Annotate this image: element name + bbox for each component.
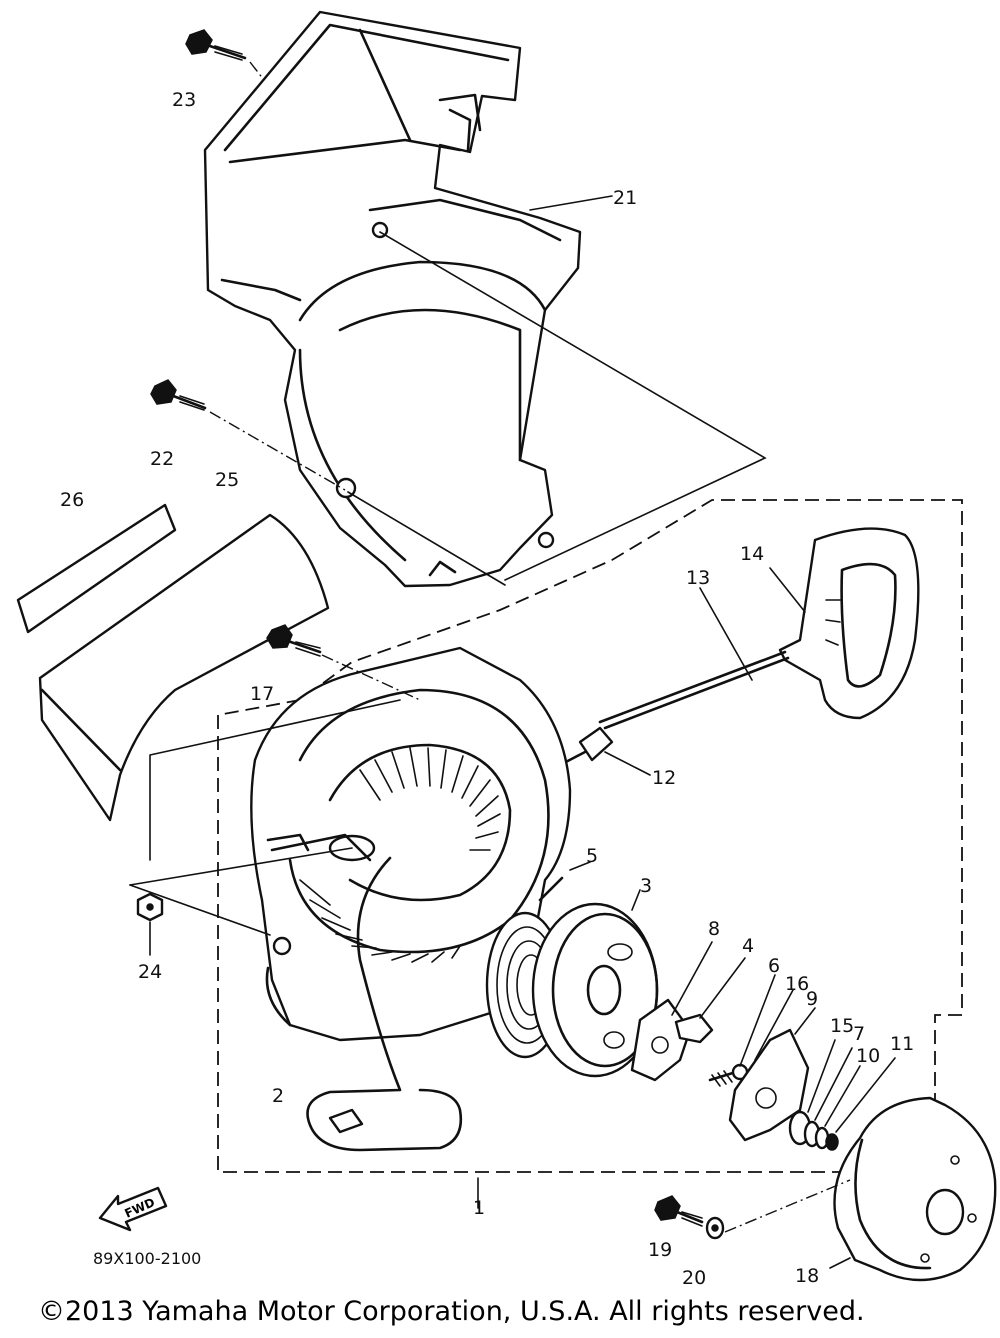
pulley-3 — [531, 902, 659, 1078]
leader-line-20 — [724, 1179, 851, 1233]
pulley-hub-18 — [833, 1096, 997, 1282]
fan-shroud-21 — [203, 10, 582, 588]
leader-line-16 — [754, 989, 794, 1061]
reference-line-24 — [129, 884, 271, 936]
label-21: 21 — [613, 187, 637, 209]
leader-line-15 — [807, 1039, 836, 1113]
label-5: 5 — [586, 845, 598, 867]
rope-guide-12 — [558, 726, 614, 767]
label-22: 22 — [150, 448, 174, 470]
label-14: 14 — [740, 543, 764, 565]
leader-line-11 — [835, 1057, 896, 1133]
assembly-boundary — [217, 499, 963, 1173]
bolt-19 — [654, 1195, 704, 1227]
label-16: 16 — [785, 973, 809, 995]
label-12: 12 — [652, 767, 676, 789]
copyright-notice: ©2013 Yamaha Motor Corporation, U.S.A. A… — [38, 1296, 865, 1327]
label-9: 9 — [806, 988, 818, 1010]
leader-line-6 — [739, 974, 776, 1067]
label-25: 25 — [215, 469, 239, 491]
label-11: 11 — [890, 1033, 914, 1055]
label-10: 10 — [856, 1045, 880, 1067]
reference-line-2 — [129, 699, 401, 886]
side-panel-25 — [38, 513, 330, 822]
label-23: 23 — [172, 89, 196, 111]
ratchet-8 — [630, 998, 692, 1082]
label-13: 13 — [686, 567, 710, 589]
screw-11 — [825, 1133, 839, 1151]
label-1: 1 — [473, 1197, 485, 1219]
fwd-arrow: FWD — [98, 1186, 168, 1232]
leader-line-4 — [699, 957, 746, 1019]
label-19: 19 — [648, 1239, 672, 1261]
bolt-22 — [150, 379, 207, 411]
leader-line-14 — [769, 567, 806, 613]
leader-line-13 — [699, 587, 753, 681]
rope-clip — [328, 1108, 364, 1134]
rope-loop — [306, 856, 463, 1152]
label-15: 15 — [830, 1015, 854, 1037]
leader-line-18 — [829, 1257, 851, 1269]
bolt-23 — [185, 29, 247, 61]
label-24: 24 — [138, 961, 162, 983]
leader-line-7 — [814, 1047, 853, 1121]
reference-line-22 — [347, 491, 506, 586]
label-8: 8 — [708, 918, 720, 940]
label-7: 7 — [853, 1023, 865, 1045]
starter-handle-14 — [778, 527, 920, 720]
reference-line-21a — [379, 231, 767, 581]
label-18: 18 — [795, 1265, 819, 1287]
drawing-code: 89X100-2100 — [93, 1249, 201, 1268]
spring-4 — [674, 1013, 714, 1044]
label-2: 2 — [272, 1085, 284, 1107]
washer-20 — [705, 1216, 725, 1240]
leader-line-9 — [794, 1007, 816, 1035]
starter-rope-13 — [598, 650, 787, 724]
starter-rope-13b — [603, 656, 790, 730]
leader-line-10 — [824, 1065, 861, 1127]
leader-line-21 — [529, 195, 613, 211]
leader-line-22 — [209, 411, 346, 491]
label-3: 3 — [640, 875, 652, 897]
leader-line-3 — [631, 889, 641, 911]
leader-line-5 — [569, 861, 591, 871]
decal-26 — [16, 503, 177, 634]
leader-line-12 — [604, 751, 651, 776]
label-4: 4 — [742, 935, 754, 957]
fan-housing-2 — [250, 646, 572, 1042]
label-26: 26 — [60, 489, 84, 511]
label-6: 6 — [768, 955, 780, 977]
leader-line-8 — [671, 941, 713, 1016]
label-17: 17 — [250, 683, 274, 705]
nut-24 — [136, 892, 164, 922]
bolt-17 — [266, 624, 322, 657]
label-20: 20 — [682, 1267, 706, 1289]
friction-plate-9 — [728, 1028, 810, 1142]
leader-line-17 — [321, 654, 421, 701]
